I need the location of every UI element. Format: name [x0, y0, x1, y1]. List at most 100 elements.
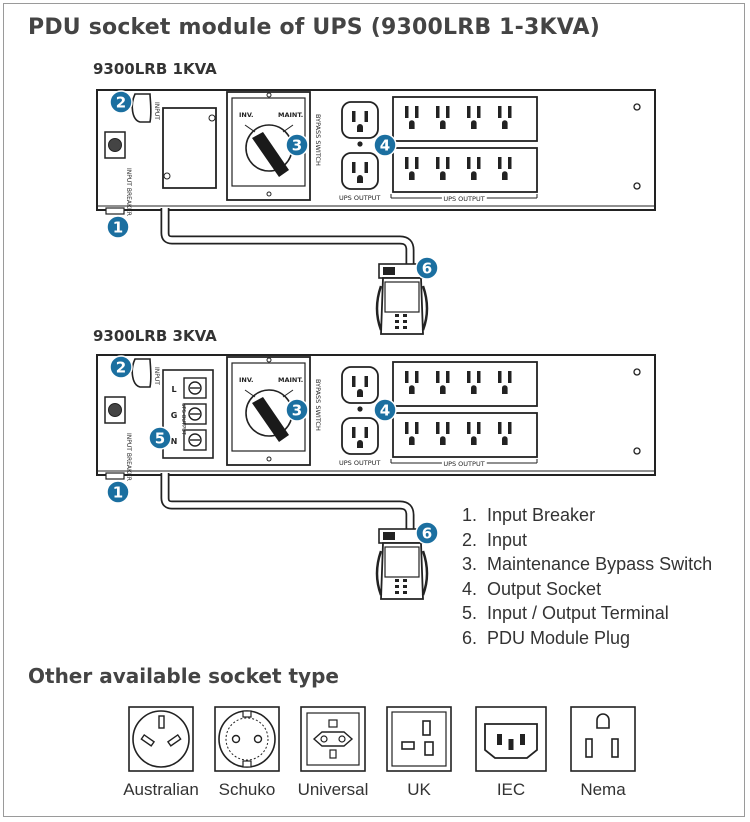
bypass-switch-label: BYPASS SWITCH	[314, 379, 322, 431]
callout-circle	[148, 426, 172, 450]
screw	[163, 172, 171, 180]
socket-label-schuko: Schuko	[218, 780, 276, 799]
switch-inv-label: INV.	[239, 111, 254, 119]
strip-slot	[436, 422, 440, 434]
universal-socket-icon	[300, 706, 366, 772]
strip-ground	[502, 120, 508, 129]
strip-slot	[405, 106, 409, 118]
strip-ground	[440, 385, 446, 394]
callout-circle	[106, 215, 130, 239]
outlet-strip	[392, 147, 538, 193]
nema-socket-icon	[570, 706, 636, 772]
callout-number: 2	[116, 94, 126, 112]
callout-number: 4	[380, 402, 390, 420]
mount-hole	[633, 447, 641, 455]
strip-body	[392, 361, 538, 407]
strip-slot	[446, 371, 450, 383]
switch-inv-label: INV.	[239, 376, 254, 384]
strip-ground	[440, 120, 446, 129]
strip-ground	[440, 171, 446, 180]
strip-ground	[409, 385, 415, 394]
callout-marker: 5	[148, 426, 172, 450]
plug-pin	[395, 320, 399, 323]
socket-label-australian: Australian	[123, 780, 199, 799]
outlet-face	[341, 101, 379, 139]
ups-output-label: UPS OUTPUT	[339, 194, 380, 202]
callout-marker: 1	[106, 480, 130, 504]
foot	[105, 207, 125, 215]
plug-pin	[395, 326, 399, 329]
ups-output-strip-label: UPS OUTPUT	[443, 195, 484, 203]
outlet-ground	[357, 124, 363, 132]
plug-pin	[395, 585, 399, 588]
switch-tick	[244, 124, 256, 133]
strip-slot	[415, 157, 419, 169]
callout-circle	[109, 355, 133, 379]
nema-outlet	[341, 101, 379, 139]
iec-socket-icon	[475, 706, 547, 772]
callout-circle	[285, 133, 309, 157]
input-label: INPUT	[153, 367, 160, 385]
screw	[266, 357, 272, 363]
socket-label-universal: Universal	[297, 780, 369, 799]
nema-outlet	[341, 152, 379, 190]
outlet-face	[341, 366, 379, 404]
terminal-letter: G	[171, 411, 178, 420]
model-3kva-label: 9300LRB 3KVA	[93, 327, 217, 345]
strip-slot	[477, 371, 481, 383]
strip-ground	[409, 120, 415, 129]
australian-socket-icon	[128, 706, 194, 772]
outlet-slot	[352, 111, 356, 122]
input-gland	[131, 358, 152, 388]
strip-ground	[471, 385, 477, 394]
callout-marker: 2	[109, 90, 133, 114]
plug-clip	[421, 550, 429, 596]
outlet-ground	[357, 175, 363, 183]
strip-slot	[405, 157, 409, 169]
mount-hole	[633, 182, 641, 190]
strip-slot	[467, 371, 471, 383]
input-breaker-label: INPUT BREAKER	[125, 168, 132, 216]
legend-item: 4.Output Socket	[462, 578, 602, 599]
strip-body	[392, 96, 538, 142]
callout-number: 1	[113, 219, 123, 237]
outlet-face	[341, 417, 379, 455]
callout-number: 5	[155, 430, 165, 448]
pdu-cable	[162, 208, 413, 268]
outlet-strip	[392, 412, 538, 458]
mount-hole	[633, 103, 641, 111]
callout-number: 6	[422, 525, 432, 543]
callout-marker: 3	[285, 133, 309, 157]
switch-tick	[244, 389, 256, 398]
outlet-ground	[357, 440, 363, 448]
callout-marker: 6	[415, 256, 439, 280]
strip-slot	[415, 371, 419, 383]
switch-knob	[252, 397, 289, 442]
callout-circle	[106, 480, 130, 504]
plug-pin	[403, 579, 407, 582]
callout-marker: 4	[373, 133, 397, 157]
strip-slot	[467, 422, 471, 434]
strip-slot	[508, 106, 512, 118]
indicator-led	[357, 141, 363, 147]
plug-latch	[383, 532, 395, 540]
strip-slot	[415, 422, 419, 434]
outlet-face	[341, 152, 379, 190]
callout-marker: 2	[109, 355, 133, 379]
strip-slot	[405, 422, 409, 434]
strip-slot	[508, 157, 512, 169]
foot	[105, 472, 125, 480]
input-gland	[131, 93, 152, 123]
plug-pin	[395, 314, 399, 317]
screw	[266, 191, 272, 197]
outlet-strip	[392, 96, 538, 142]
bypass-switch-label: BYPASS SWITCH	[314, 114, 322, 166]
strip-ground	[471, 436, 477, 445]
switch-tick	[282, 389, 294, 398]
plug-pin	[395, 591, 399, 594]
strip-slot	[446, 422, 450, 434]
plug-clip	[375, 285, 383, 331]
